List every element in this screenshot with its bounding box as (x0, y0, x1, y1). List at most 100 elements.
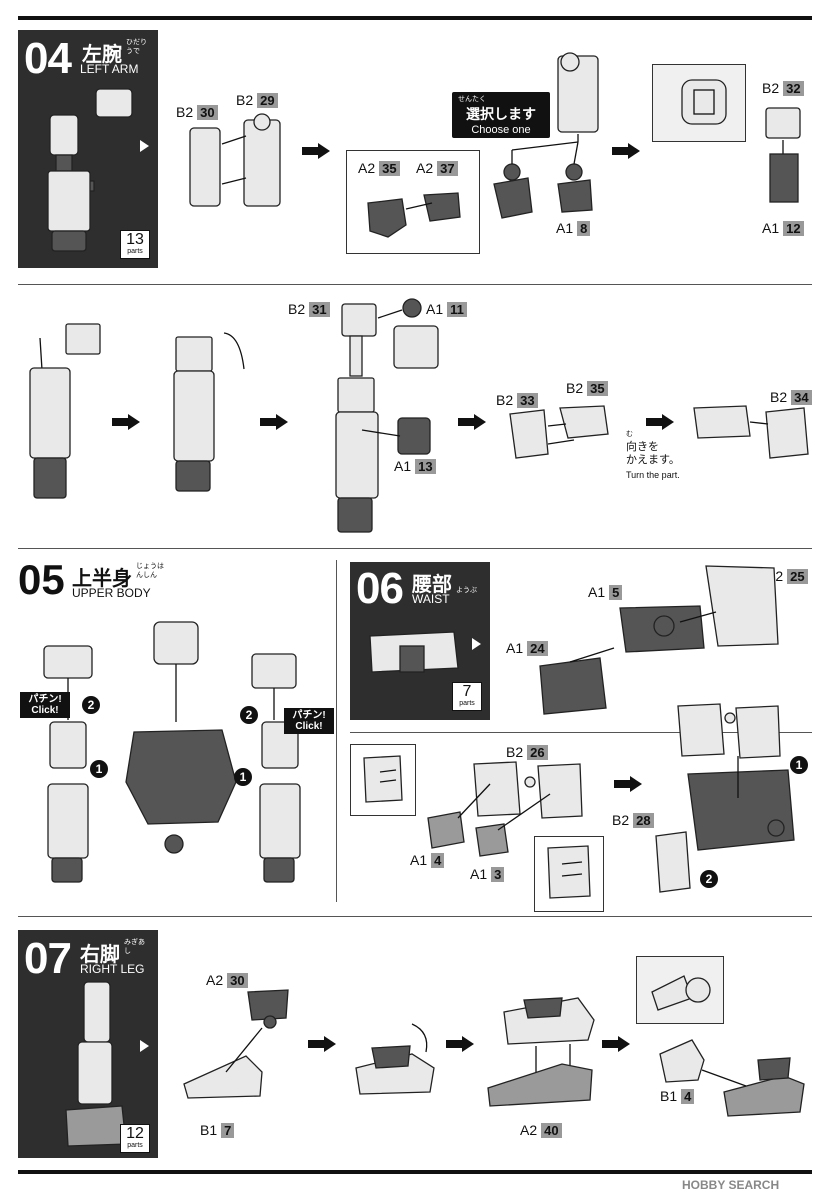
order-2-badge: 2 (700, 870, 718, 888)
click-callout-left: パチン!Click! (20, 692, 70, 718)
step-arrow-icon (260, 414, 288, 430)
toe-and-foot (659, 1039, 805, 1117)
divider (18, 916, 812, 917)
next-triangle-icon (140, 1040, 149, 1052)
arm-stage-1 (29, 323, 101, 499)
divider-vertical (336, 560, 337, 902)
foot-assembly (487, 997, 595, 1107)
waist-final-assembly (655, 703, 795, 893)
parts-count: 7 parts (452, 682, 482, 711)
upper-body-assembly (43, 621, 301, 883)
detail-notch-icon (363, 755, 403, 803)
hand-parts (367, 192, 461, 238)
step-title-ruby: ひだりうで (126, 39, 147, 55)
step-arrow-icon (602, 1036, 630, 1052)
ankle-combined (355, 1023, 435, 1095)
order-1-badge: 1 (234, 768, 252, 786)
waist-core-parts (539, 565, 779, 715)
detail-notch-icon (547, 845, 591, 899)
step-title-ruby: みぎあし (124, 939, 145, 955)
order-1-badge: 1 (90, 760, 108, 778)
step-title-en: WAIST (412, 592, 450, 606)
step-title-jp: 右脚 (80, 944, 120, 966)
waist-armor-parts (427, 761, 583, 857)
step-number: 07 (24, 934, 72, 983)
step-arrow-icon (458, 414, 486, 430)
waist-preview (369, 631, 459, 673)
bottom-rule (18, 1170, 812, 1174)
step-arrow-icon (614, 776, 642, 792)
step-arrow-icon (612, 143, 640, 159)
step-04-panel: 04 左腕 ひだりうで LEFT ARM 13 parts (18, 30, 158, 268)
step-05-title-en: UPPER BODY (72, 586, 151, 600)
top-rule (18, 16, 812, 20)
detail-toe-icon (651, 975, 711, 1011)
order-2-badge: 2 (82, 696, 100, 714)
order-1-badge: 1 (790, 756, 808, 774)
step-arrow-icon (446, 1036, 474, 1052)
step-arrow-icon (112, 414, 140, 430)
forearm-assembly (493, 52, 599, 219)
step-title-jp: 腰部 (412, 574, 452, 596)
step-07-panel: 07 右脚 みぎあし RIGHT LEG 12 parts (18, 930, 158, 1158)
step-06-panel: 06 腰部 ようぶ WAIST 7 parts (350, 562, 490, 720)
right-leg-preview (65, 981, 127, 1147)
turn-note: む 向きを かえます。 Turn the part. (626, 431, 680, 480)
divider (18, 284, 812, 285)
part-label: B225 (766, 568, 808, 584)
watermark-brand: HOBBY SEARCH (682, 1178, 780, 1192)
next-triangle-icon (472, 638, 481, 650)
parts-count: 13 parts (120, 230, 150, 259)
detail-box (350, 744, 416, 816)
step-05-ruby: じょうはんしん (136, 563, 164, 579)
step-title-en: RIGHT LEG (80, 962, 145, 976)
step-number: 04 (24, 34, 72, 83)
click-callout-right: パチン!Click! (284, 708, 334, 734)
step-arrow-icon (308, 1036, 336, 1052)
step-title-jp: 左腕 (82, 44, 122, 66)
next-triangle-icon (140, 140, 149, 152)
step-05-number: 05 (18, 556, 65, 603)
detail-socket-icon (681, 79, 727, 125)
choose-one-badge: せんたく 選択します Choose one (452, 92, 550, 138)
shoulder-armor-turned (693, 405, 809, 459)
elbow-assembly (765, 107, 801, 203)
step-arrow-icon (302, 143, 330, 159)
shoulder-assembly (335, 298, 439, 533)
divider (18, 548, 812, 549)
arm-stage-2 (173, 332, 245, 492)
divider-slanted (350, 732, 812, 733)
ankle-parts (183, 989, 289, 1099)
order-2-badge: 2 (240, 706, 258, 724)
detail-box (534, 836, 604, 912)
choose-box (346, 150, 480, 254)
parts-count: 12 parts (120, 1124, 150, 1153)
step-title-ruby: ようぶ (456, 587, 477, 594)
step-number: 06 (356, 564, 404, 613)
left-arm-preview (47, 88, 133, 252)
step-arrow-icon (646, 414, 674, 430)
step-05-title-jp: 上半身 (72, 568, 132, 590)
